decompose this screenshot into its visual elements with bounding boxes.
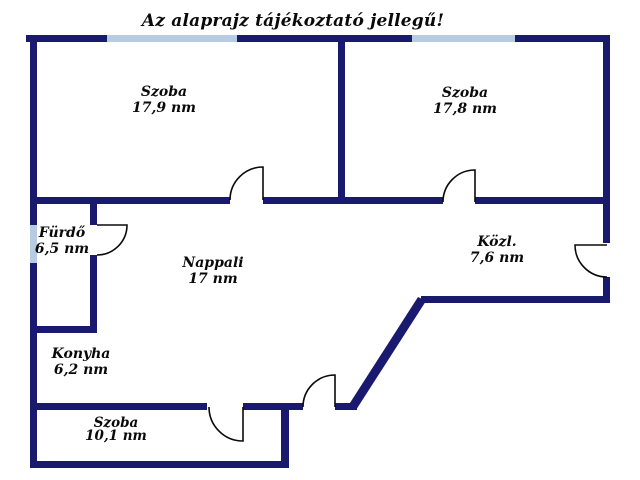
room-label-kozl: Közl. 7,6 nm (470, 234, 524, 266)
room-area: 17,8 nm (433, 101, 497, 117)
door-szoba-topright (442, 169, 476, 203)
plan-disclaimer-title: Az alaprajz tájékoztató jellegű! (141, 11, 445, 31)
room-name: Konyha (51, 346, 111, 362)
room-name: Szoba (140, 84, 188, 100)
room-area: 17,9 nm (132, 100, 196, 116)
wall-furdo-right-lower (90, 255, 97, 332)
wall-right-exterior-upper (603, 35, 610, 243)
room-label-szoba-topright: Szoba 17,8 nm (433, 85, 497, 117)
window-top-right (412, 35, 515, 42)
wall-midline-right (475, 197, 610, 204)
room-label-konyha: Konyha 6,2 nm (52, 346, 111, 378)
wall-szoba-bottom-right (281, 403, 289, 468)
door-kozl-entry (574, 244, 608, 278)
doors (96, 166, 608, 442)
door-entry-hall (302, 374, 336, 408)
wall-furdo-bottom (30, 326, 97, 333)
wall-furdo-right-upper (90, 204, 97, 225)
room-area: 6,5 nm (34, 241, 90, 257)
wall-top-exterior (26, 35, 610, 42)
room-label-furdo: Fürdő 6,5 nm (35, 225, 89, 257)
window-top-left (107, 35, 237, 42)
door-szoba-bottom (208, 406, 244, 442)
wall-entry-right-segment (335, 403, 357, 410)
room-area: 7,6 nm (469, 250, 525, 266)
wall-bottom-exterior (30, 461, 289, 468)
wall-entry-left-segment (243, 403, 303, 410)
wall-midline-left (30, 197, 230, 204)
wall-diagonal-entry (348, 297, 426, 410)
room-area: 17 nm (188, 271, 238, 287)
room-label-nappali: Nappali 17 nm (182, 255, 243, 287)
wall-konyha-szoba-divider (30, 403, 207, 410)
room-area: 10,1 nm (85, 428, 147, 444)
room-label-szoba-bottom: Szoba 10,1 nm (85, 415, 147, 444)
wall-right-exterior-lower (603, 277, 610, 303)
window-left-furdo (30, 225, 37, 263)
room-name: Szoba (441, 85, 489, 101)
door-szoba-topleft (229, 166, 264, 201)
room-name: Szoba (93, 415, 139, 431)
room-name: Fürdő (38, 225, 86, 241)
room-label-szoba-topleft: Szoba 17,9 nm (132, 84, 196, 116)
room-name: Közl. (477, 234, 517, 250)
wall-top-rooms-divider (338, 42, 345, 197)
room-area: 6,2 nm (53, 362, 109, 378)
room-name: Nappali (182, 255, 244, 271)
door-furdo (96, 224, 128, 256)
wall-kozl-bottom (421, 296, 610, 303)
windows (30, 35, 515, 263)
wall-midline-center (263, 197, 443, 204)
